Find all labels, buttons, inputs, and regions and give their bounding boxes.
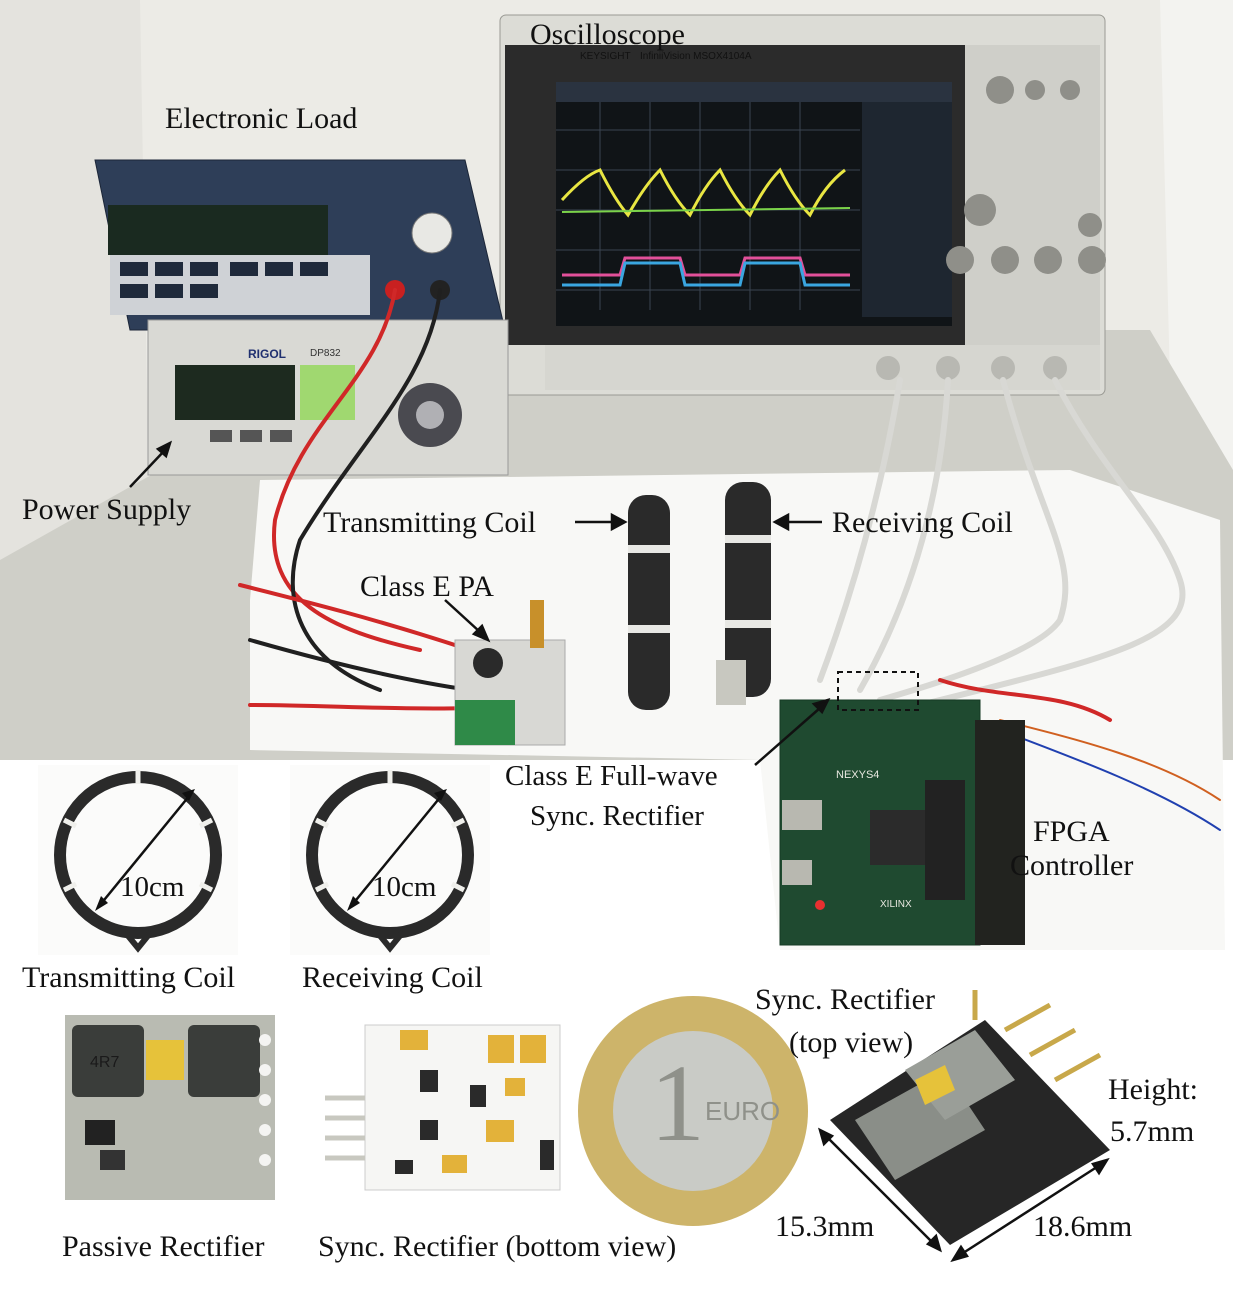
label-transmitting-coil-arrow: Transmitting Coil <box>323 506 537 539</box>
fpga-board <box>779 671 1025 946</box>
label-fpga-line2: Controller <box>1010 849 1134 882</box>
label-dim-length: 18.6mm <box>1033 1210 1133 1243</box>
label-receiving-coil-arrow: Receiving Coil <box>832 506 1013 539</box>
label-fpga-line1: FPGA <box>1033 815 1110 848</box>
passive-rectifier-photo <box>65 1015 275 1200</box>
psu-model-text: DP832 <box>310 348 341 359</box>
scope-brand-text: KEYSIGHT <box>580 51 631 62</box>
oscilloscope-device <box>499 14 1106 396</box>
euro-coin-photo: 1 EURO <box>578 996 808 1226</box>
label-sync-top-line2: (top view) <box>789 1026 914 1059</box>
rx-coil-photo <box>290 765 490 955</box>
scope-model-text: InfiniiVision MSOX4104A <box>640 51 752 62</box>
pink-waveform <box>562 256 850 277</box>
label-sync-top-line1: Sync. Rectifier <box>755 983 935 1016</box>
sync-rectifier-bottom-photo <box>325 1024 561 1191</box>
label-rx-diameter: 10cm <box>372 871 437 903</box>
inductor-marking-text: 4R7 <box>90 1054 120 1071</box>
label-height-line2: 5.7mm <box>1110 1115 1195 1148</box>
label-sync-bottom: Sync. Rectifier (bottom view) <box>318 1230 677 1263</box>
tx-coil-photo <box>38 765 238 955</box>
label-oscilloscope: Oscilloscope <box>530 18 685 51</box>
psu-brand-text: RIGOL <box>248 347 286 361</box>
fpga-chip-text: XILINX <box>880 899 912 910</box>
label-tx-coil-caption: Transmitting Coil <box>22 961 236 994</box>
power-supply-device <box>147 319 509 476</box>
fpga-board-text: NEXYS4 <box>836 769 880 781</box>
label-power-supply: Power Supply <box>22 493 192 526</box>
label-rx-coil-caption: Receiving Coil <box>302 961 483 994</box>
blue-waveform <box>562 261 850 287</box>
sync-rectifier-top-photo <box>818 990 1110 1263</box>
label-class-e-rectifier-line2: Sync. Rectifier <box>530 800 704 832</box>
callout-arrows <box>129 440 831 766</box>
setup-coils <box>628 482 771 710</box>
class-e-pa-board <box>454 600 566 746</box>
label-class-e-pa: Class E PA <box>360 570 494 603</box>
label-tx-diameter: 10cm <box>120 871 185 903</box>
electronic-load-device <box>94 159 506 331</box>
label-height-line1: Height: <box>1108 1073 1198 1106</box>
yellow-waveform <box>560 167 846 218</box>
label-dim-width: 15.3mm <box>775 1210 875 1243</box>
label-passive-rectifier: Passive Rectifier <box>62 1230 265 1263</box>
cables <box>238 288 1221 831</box>
label-class-e-rectifier-line1: Class E Full-wave <box>505 760 718 792</box>
label-electronic-load: Electronic Load <box>165 102 358 135</box>
svg-text:1: 1 <box>650 1042 705 1164</box>
svg-text:EURO: EURO <box>705 1096 780 1126</box>
